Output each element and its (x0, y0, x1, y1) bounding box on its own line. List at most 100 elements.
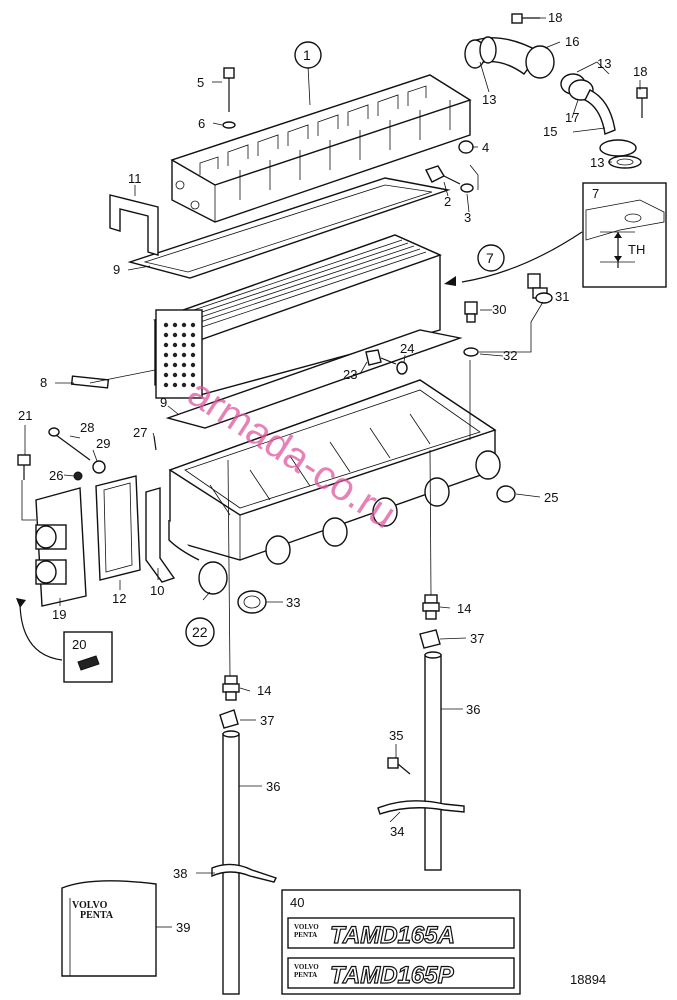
callout-29: 29 (96, 436, 110, 451)
callout-6: 6 (198, 116, 205, 131)
callout-22: 22 (192, 624, 208, 640)
nut-37-left (219, 709, 239, 729)
callout-19: 19 (52, 607, 66, 622)
callout-28: 28 (80, 420, 94, 435)
callout-9-upper: 9 (113, 262, 120, 277)
callout-11: 11 (128, 171, 142, 186)
callout-23: 23 (343, 367, 357, 382)
callout-14-left: 14 (257, 683, 271, 698)
gasket-10 (145, 487, 176, 583)
manual-brand-line2: PENTA (80, 910, 114, 921)
callout-5: 5 (197, 75, 204, 90)
callout-36-right: 36 (466, 702, 480, 717)
screw-26 (73, 471, 83, 481)
sensor-31 (527, 273, 553, 304)
callout-15: 15 (543, 124, 557, 139)
nut-4 (458, 140, 474, 154)
decal-set-40: VOLVO PENTA TAMD165A VOLVO PENTA TAMD165… (281, 889, 521, 995)
callout-33: 33 (286, 595, 300, 610)
detail-inset-th: TH (628, 242, 645, 257)
callout-27: 27 (133, 425, 147, 440)
callout-13-b: 13 (597, 56, 611, 71)
bolt-35 (387, 757, 411, 775)
callout-37-left: 37 (260, 713, 274, 728)
bolt-5 (222, 67, 236, 129)
callout-7: 7 (486, 250, 494, 266)
callout-18-a: 18 (548, 10, 562, 25)
pipe-36-right (424, 651, 442, 871)
callout-40: 40 (290, 895, 304, 910)
nut-25 (496, 485, 516, 503)
gasket-12 (95, 475, 141, 581)
callout-12: 12 (112, 591, 126, 606)
callout-34: 34 (390, 824, 404, 839)
callout-37-right: 37 (470, 631, 484, 646)
callout-21: 21 (18, 408, 32, 423)
bolt-28 (48, 427, 106, 474)
detail-inset-number: 7 (592, 186, 599, 201)
callout-1: 1 (303, 47, 311, 63)
leader-lines (21, 17, 641, 874)
callout-17: 17 (565, 110, 579, 125)
callout-9-lower: 9 (160, 395, 167, 410)
callout-labels: 1 2 3 4 5 6 7 8 9 9 10 11 12 13 13 13 14… (18, 10, 647, 935)
callout-36-left: 36 (266, 779, 280, 794)
callout-13-a: 13 (482, 92, 496, 107)
callout-13-c: 13 (590, 155, 604, 170)
nut-37-right (419, 629, 441, 649)
decal-1-brand-line2: PENTA (294, 931, 317, 939)
end-cover-19 (35, 487, 87, 607)
callout-16: 16 (565, 34, 579, 49)
ring-33 (237, 590, 267, 614)
callout-38: 38 (173, 866, 187, 881)
callout-20: 20 (72, 637, 86, 652)
callout-25: 25 (544, 490, 558, 505)
callout-32: 32 (503, 348, 517, 363)
clip-38 (211, 863, 277, 883)
nipple-14-right (422, 594, 440, 620)
manual-39: VOLVO PENTA (61, 880, 172, 977)
gasket-9-upper (127, 177, 451, 279)
callout-1-ring (294, 41, 322, 69)
exhaust-bend-16 (464, 36, 555, 79)
callout-31: 31 (555, 289, 569, 304)
bolt-21 (17, 454, 31, 480)
seal-8 (70, 375, 110, 389)
bracket-11 (109, 194, 159, 256)
gasket-13 (608, 155, 642, 169)
callout-7-ring (477, 244, 505, 272)
decal-2-brand-line1: VOLVO (294, 963, 319, 971)
decal-1-model: TAMD165A (330, 922, 455, 949)
pin-27 (153, 435, 157, 451)
decal-2-brand-line2: PENTA (294, 971, 317, 979)
clip-34 (377, 800, 465, 815)
nipple-14-left (222, 675, 240, 701)
pipe-17 (560, 73, 637, 157)
callout-24: 24 (400, 341, 414, 356)
manual-brand-line1: VOLVO (72, 900, 108, 911)
cooler-cover (170, 74, 472, 223)
callout-26: 26 (49, 468, 63, 483)
callout-10: 10 (150, 583, 164, 598)
callout-22-ring (185, 617, 215, 647)
decal-1-brand-line1: VOLVO (294, 923, 319, 931)
callout-4: 4 (482, 140, 489, 155)
cooler-core (153, 234, 442, 399)
callout-2: 2 (444, 194, 451, 209)
drawing-number: 18894 (570, 972, 606, 987)
bolt-2 (425, 165, 474, 193)
gasket-9-lower (165, 329, 463, 429)
callout-8: 8 (40, 375, 47, 390)
callout-3: 3 (464, 210, 471, 225)
cooler-housing-22 (168, 379, 501, 595)
callout-35: 35 (389, 728, 403, 743)
callout-39: 39 (176, 920, 190, 935)
callout-14-right: 14 (457, 601, 471, 616)
decal-2-model: TAMD165P (330, 962, 455, 989)
pipe-36-left (222, 730, 240, 995)
plug-30 (463, 301, 479, 357)
bolt-23 (365, 349, 408, 375)
callout-30: 30 (492, 302, 506, 317)
